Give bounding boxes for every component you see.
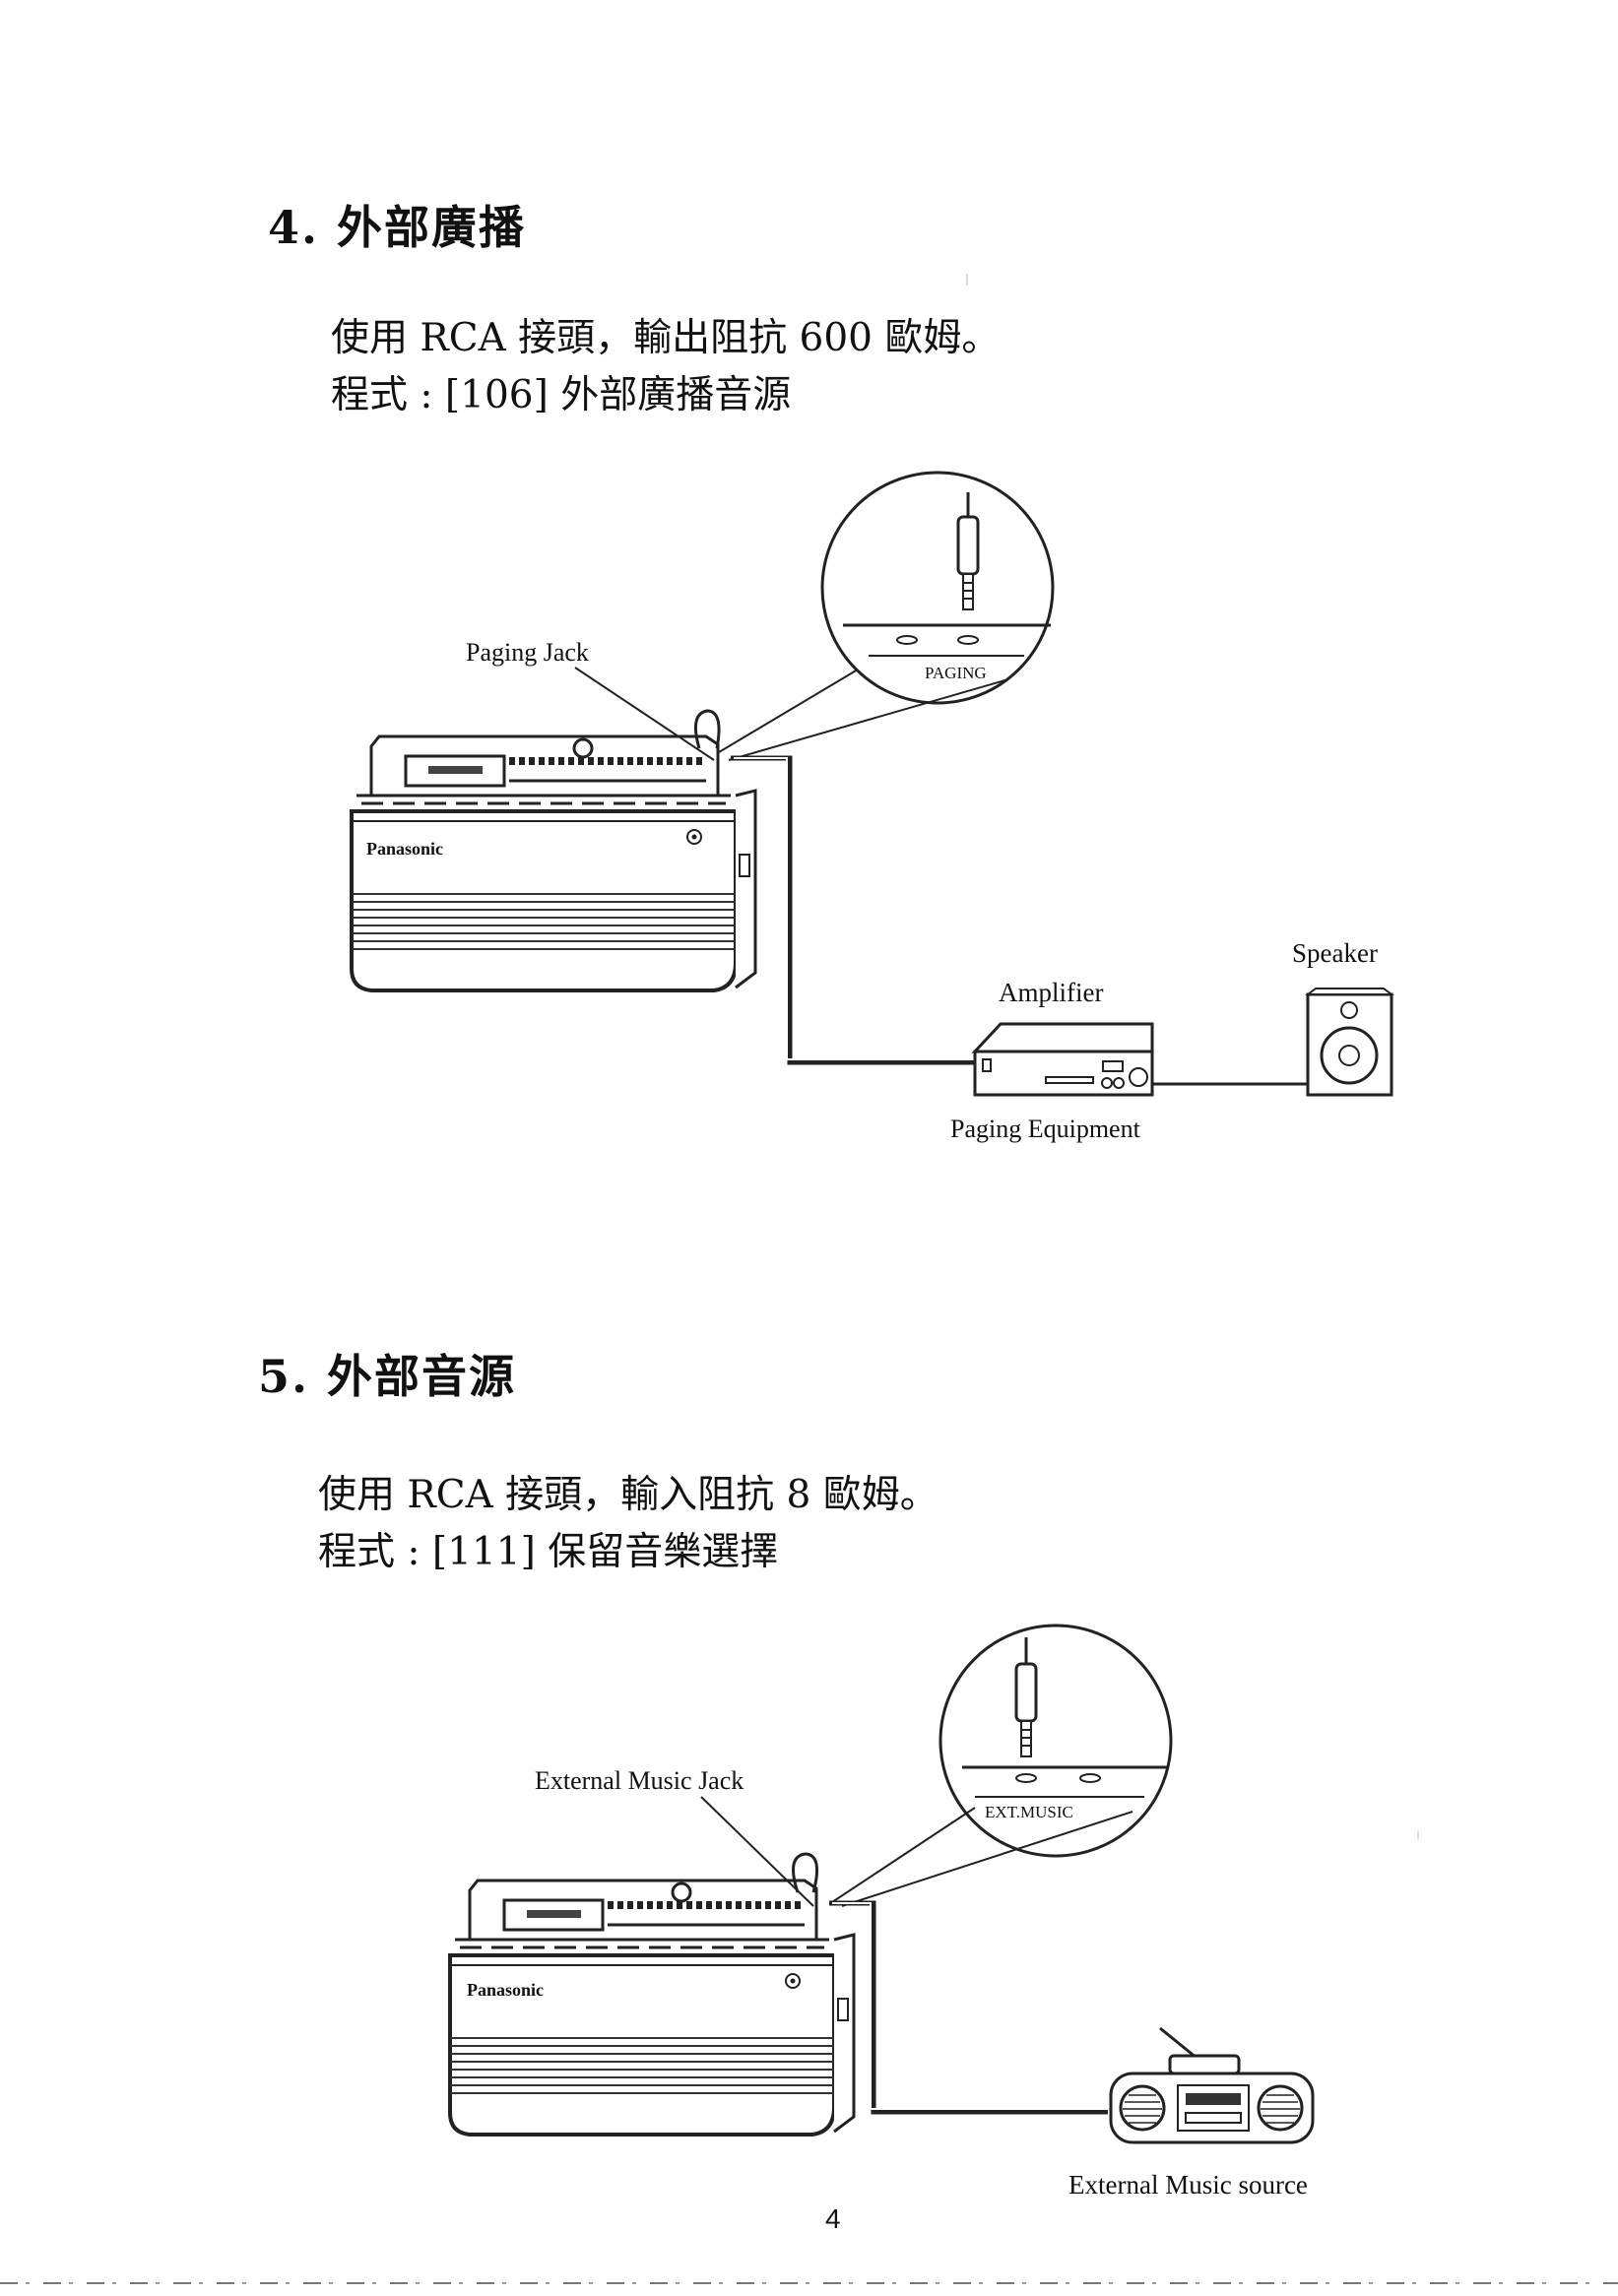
ext-music-port-label: EXT.MUSIC — [985, 1803, 1073, 1821]
scan-edge-artifact — [0, 2282, 1618, 2284]
amplifier — [971, 1022, 1154, 1097]
speaker — [1305, 988, 1394, 1097]
pbx-unit-1 — [352, 736, 755, 990]
section-5-line-1: 使用 RCA 接頭，輸入阻抗 8 歐姆。 — [318, 1473, 938, 1517]
brand-label-2: Panasonic — [467, 1980, 544, 2000]
section-4-heading: 4. 外部廣播 — [268, 201, 527, 254]
paging-cable — [731, 755, 975, 1065]
paging-jack-pointer — [574, 667, 715, 761]
magnified-jack-2 — [831, 1624, 1173, 1907]
section-5-heading: 5. 外部音源 — [258, 1350, 517, 1403]
ext-music-jack-pointer — [700, 1796, 814, 1907]
paging-port-label: PAGING — [925, 664, 987, 682]
plug-loop-2 — [792, 1852, 819, 1893]
paging-jack-label: Paging Jack — [466, 638, 589, 667]
amplifier-label: Amplifier — [999, 978, 1103, 1007]
speaker-label: Speaker — [1292, 938, 1378, 968]
section-5-line-2: 程式 : [111] 保留音樂選擇 — [318, 1530, 779, 1574]
section-4-line-1: 使用 RCA 接頭，輸出阻抗 600 歐姆。 — [331, 316, 1001, 360]
section-4-line-2: 程式 : [106] 外部廣播音源 — [331, 373, 792, 417]
paging-equipment-label: Paging Equipment — [950, 1115, 1141, 1143]
page-number: 4 — [825, 2203, 841, 2234]
boombox — [1109, 2026, 1315, 2144]
external-music-source-label: External Music source — [1068, 2170, 1308, 2200]
ext-music-jack-label: External Music Jack — [535, 1766, 744, 1795]
magnified-jack-1 — [718, 471, 1055, 761]
plug-loop-1 — [693, 709, 721, 749]
pbx-unit-2 — [450, 1881, 854, 2135]
brand-label-1: Panasonic — [366, 839, 443, 859]
